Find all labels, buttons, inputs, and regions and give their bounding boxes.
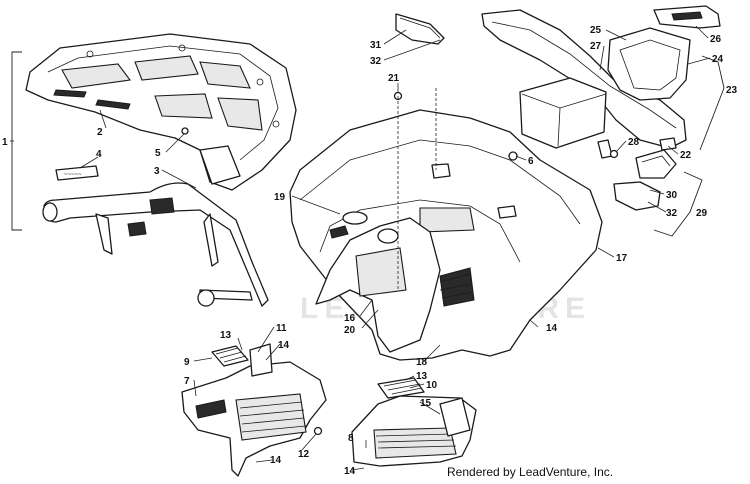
callout-labels: 1 2 3 4 5 6 7 8 9 10 11 12 13 13 14 14 1… — [2, 25, 738, 477]
right-footwell — [351, 395, 477, 467]
callout-7: 7 — [184, 376, 190, 387]
callout-24: 24 — [712, 54, 724, 65]
bolt-5 — [181, 127, 189, 135]
callout-21: 21 — [388, 73, 400, 84]
bracket-29 — [653, 171, 703, 237]
callout-32-top: 32 — [370, 56, 382, 67]
leader-lines — [10, 25, 711, 471]
callout-25: 25 — [590, 25, 602, 36]
footrest-9 — [211, 345, 249, 367]
bolt-28 — [609, 149, 619, 159]
callout-1: 1 — [2, 137, 8, 148]
render-credit: Rendered by LeadVenture, Inc. — [447, 465, 614, 479]
nut-6 — [508, 151, 518, 161]
svg-text:~~~~~: ~~~~~ — [64, 172, 82, 178]
fastener-12 — [313, 426, 323, 436]
callout-11: 11 — [276, 323, 287, 334]
inner-fender-liner — [315, 217, 441, 353]
callout-8: 8 — [348, 433, 354, 444]
callout-6: 6 — [528, 156, 534, 167]
callout-17: 17 — [616, 253, 628, 264]
callout-27: 27 — [590, 41, 602, 52]
side-cover-30 — [613, 149, 677, 211]
callout-10: 10 — [426, 380, 438, 391]
callout-22: 22 — [680, 150, 692, 161]
callout-14-fender: 14 — [546, 323, 558, 334]
callout-26: 26 — [710, 34, 722, 45]
callout-20: 20 — [344, 325, 356, 336]
rear-rack — [25, 33, 297, 191]
callout-28: 28 — [628, 137, 640, 148]
callout-3: 3 — [154, 166, 160, 177]
rack-tube-frame — [42, 182, 269, 307]
callout-13-right: 13 — [416, 371, 428, 382]
rack-decal: ~~~~~ — [55, 165, 99, 181]
callout-13-left: 13 — [220, 330, 232, 341]
callout-4: 4 — [96, 149, 102, 160]
callout-31: 31 — [370, 40, 382, 51]
callout-14-left-top: 14 — [278, 340, 290, 351]
callout-5: 5 — [155, 148, 161, 159]
callout-12: 12 — [298, 449, 310, 460]
callout-9: 9 — [184, 357, 190, 368]
front-storage-assembly — [481, 5, 721, 159]
callout-2: 2 — [97, 127, 103, 138]
left-footwell — [181, 343, 327, 477]
callout-16: 16 — [344, 313, 356, 324]
callout-15: 15 — [420, 398, 432, 409]
callout-18: 18 — [416, 357, 428, 368]
callout-23: 23 — [726, 85, 738, 96]
side-cover-31 — [395, 13, 445, 45]
footrest-10 — [377, 377, 425, 399]
callout-14-right-bottom: 14 — [344, 466, 356, 477]
callout-30: 30 — [666, 190, 678, 201]
callout-29: 29 — [696, 208, 708, 219]
bracket-23 — [699, 55, 725, 151]
callout-14-left-bottom: 14 — [270, 455, 282, 466]
callout-32-right: 32 — [666, 208, 678, 219]
callout-19: 19 — [274, 192, 286, 203]
